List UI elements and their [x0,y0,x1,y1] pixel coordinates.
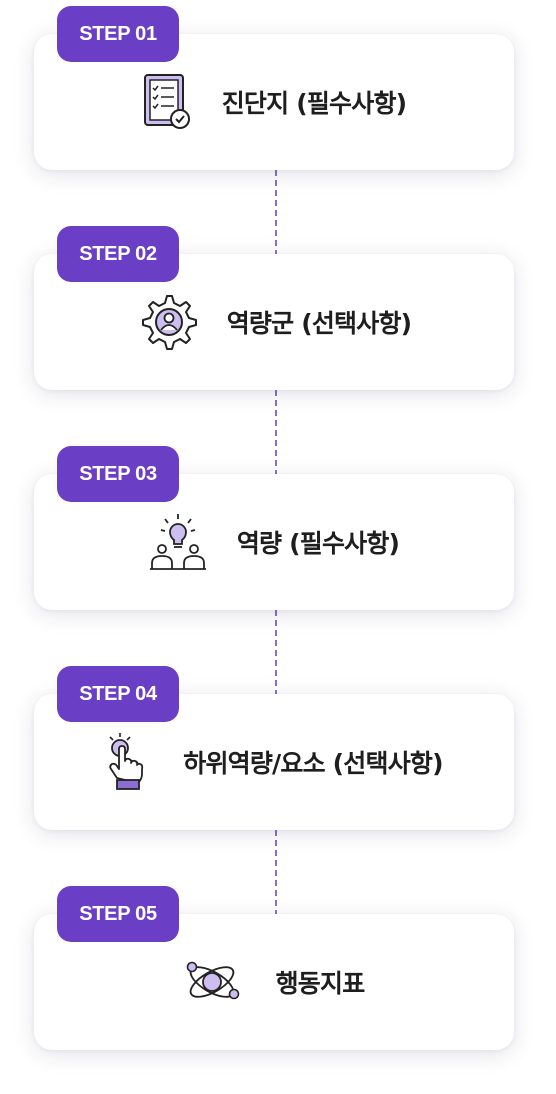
step-label: 역량 (필수사항) [236,529,400,558]
step-label: 하위역량/요소 (선택사항) [183,749,443,778]
step-connector [275,390,277,476]
step-content-4: 하위역량/요소 (선택사항) [34,694,514,830]
step-label: 행동지표 [275,969,366,998]
step-label: 역량군 (선택사항) [226,309,412,338]
step-badge: STEP 01 [57,6,179,62]
gear-person-icon [137,292,197,352]
step-badge: STEP 04 [57,666,179,722]
step-content-5: 행동지표 [34,914,514,1050]
step-badge: STEP 03 [57,446,179,502]
lightbulb-people-icon [149,513,207,571]
step-connector [275,610,277,696]
step-content-3: 역량 (필수사항) [34,474,514,610]
step-content-2: 역량군 (선택사항) [34,254,514,390]
step-label: 진단지 (필수사항) [221,89,407,118]
step-connector [275,830,277,916]
checklist-icon [142,73,192,131]
step-badge: STEP 02 [57,226,179,282]
atom-icon [184,956,240,1008]
step-connector [275,170,277,256]
step-content-1: 진단지 (필수사항) [34,34,514,170]
pointer-hand-icon [105,732,149,792]
step-badge: STEP 05 [57,886,179,942]
